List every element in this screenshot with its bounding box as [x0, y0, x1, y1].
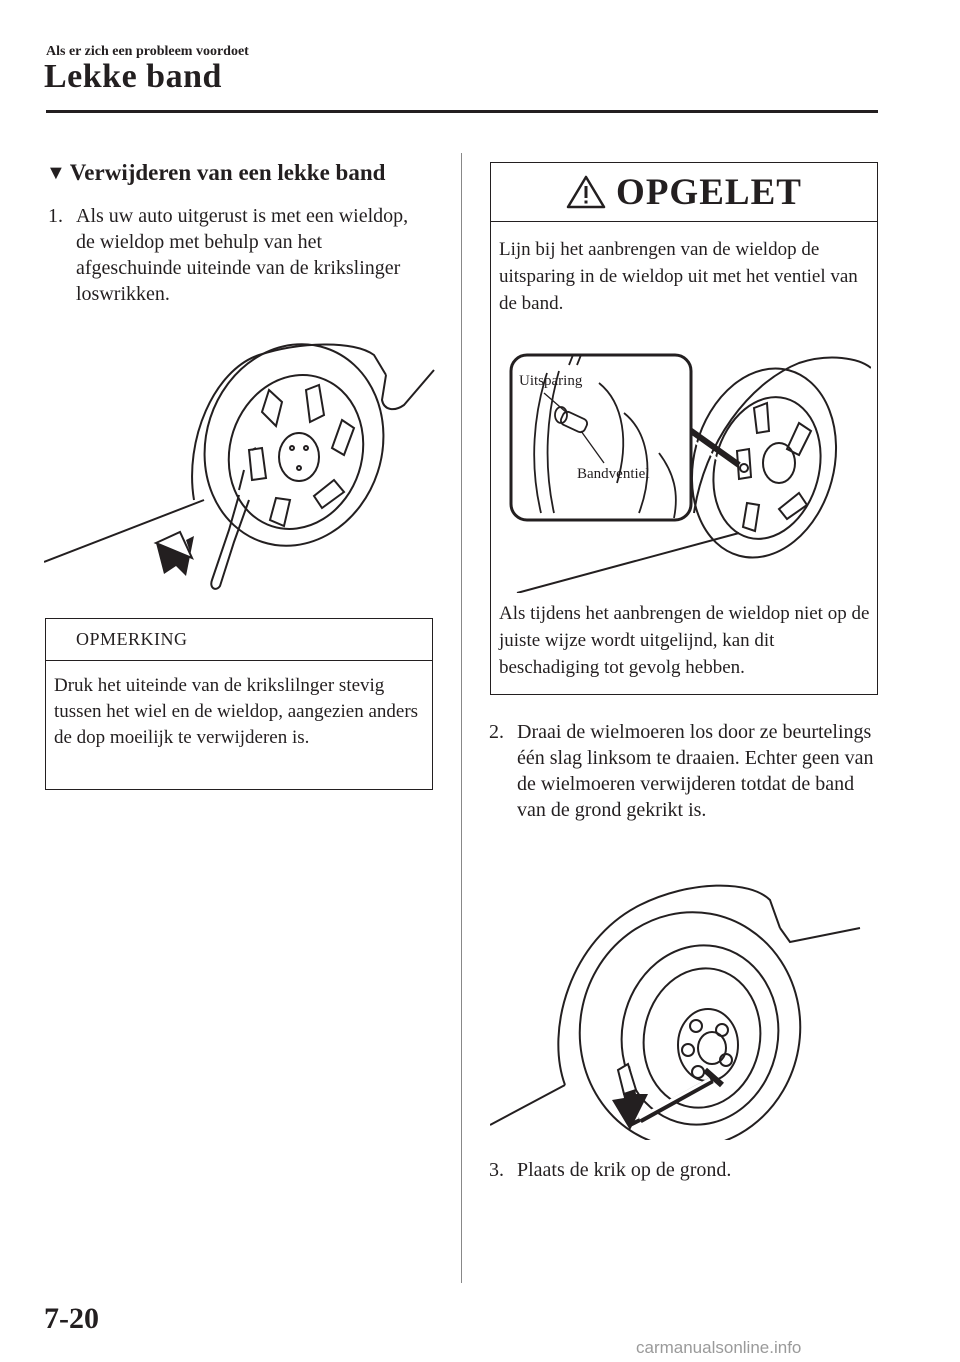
caution-text-2: Als tijdens het aanbrengen de wieldop ni… [499, 603, 870, 678]
caution-text-1: Lijn bij het aanbrengen van de wieldop d… [499, 239, 858, 314]
step-3: 3. Plaats de krik op de grond. [489, 1157, 879, 1183]
section-heading-text: Verwijderen van een lekke band [69, 160, 386, 185]
step-number: 2. [489, 721, 504, 743]
step-number: 1. [48, 205, 63, 227]
caution-box: OPGELET Lijn bij het aanbrengen van de w… [490, 162, 878, 695]
header-rule [46, 110, 878, 113]
watermark: carmanualsonline.info [636, 1338, 802, 1357]
label-valve: Bandventiel [577, 466, 649, 482]
triangle-bullet-icon: ▼ [46, 161, 66, 184]
valve-alignment-illustration: Uitsparing Bandventiel [509, 353, 871, 593]
caution-title: OPGELET [616, 171, 802, 213]
warning-icon [566, 175, 606, 209]
note-box: OPMERKING Druk het uiteinde van de kriks… [45, 618, 433, 790]
step-number: 3. [489, 1159, 504, 1181]
section-heading: ▼ Verwijderen van een lekke band [46, 160, 385, 186]
caution-header: OPGELET [491, 163, 877, 222]
note-text: Druk het uiteinde van de krikslilnger st… [54, 675, 419, 748]
label-recess: Uitsparing [519, 373, 583, 389]
column-divider [461, 153, 462, 1283]
step-text: Draai de wielmoeren los door ze beurteli… [517, 721, 874, 821]
step-text: Als uw auto uitgerust is met een wieldop… [76, 205, 409, 305]
page-title: Lekke band [44, 58, 222, 95]
page-number: 7-20 [44, 1302, 99, 1335]
chapter-subtitle: Als er zich een probleem voordoet [46, 44, 249, 59]
step-2: 2. Draai de wielmoeren los door ze beurt… [489, 719, 879, 823]
step-1: 1. Als uw auto uitgerust is met een wiel… [48, 203, 428, 307]
note-header: OPMERKING [46, 619, 432, 661]
lug-nut-loosening-illustration [490, 884, 861, 1140]
step-text: Plaats de krik op de grond. [517, 1159, 732, 1181]
wheel-cap-removal-illustration [44, 343, 435, 590]
